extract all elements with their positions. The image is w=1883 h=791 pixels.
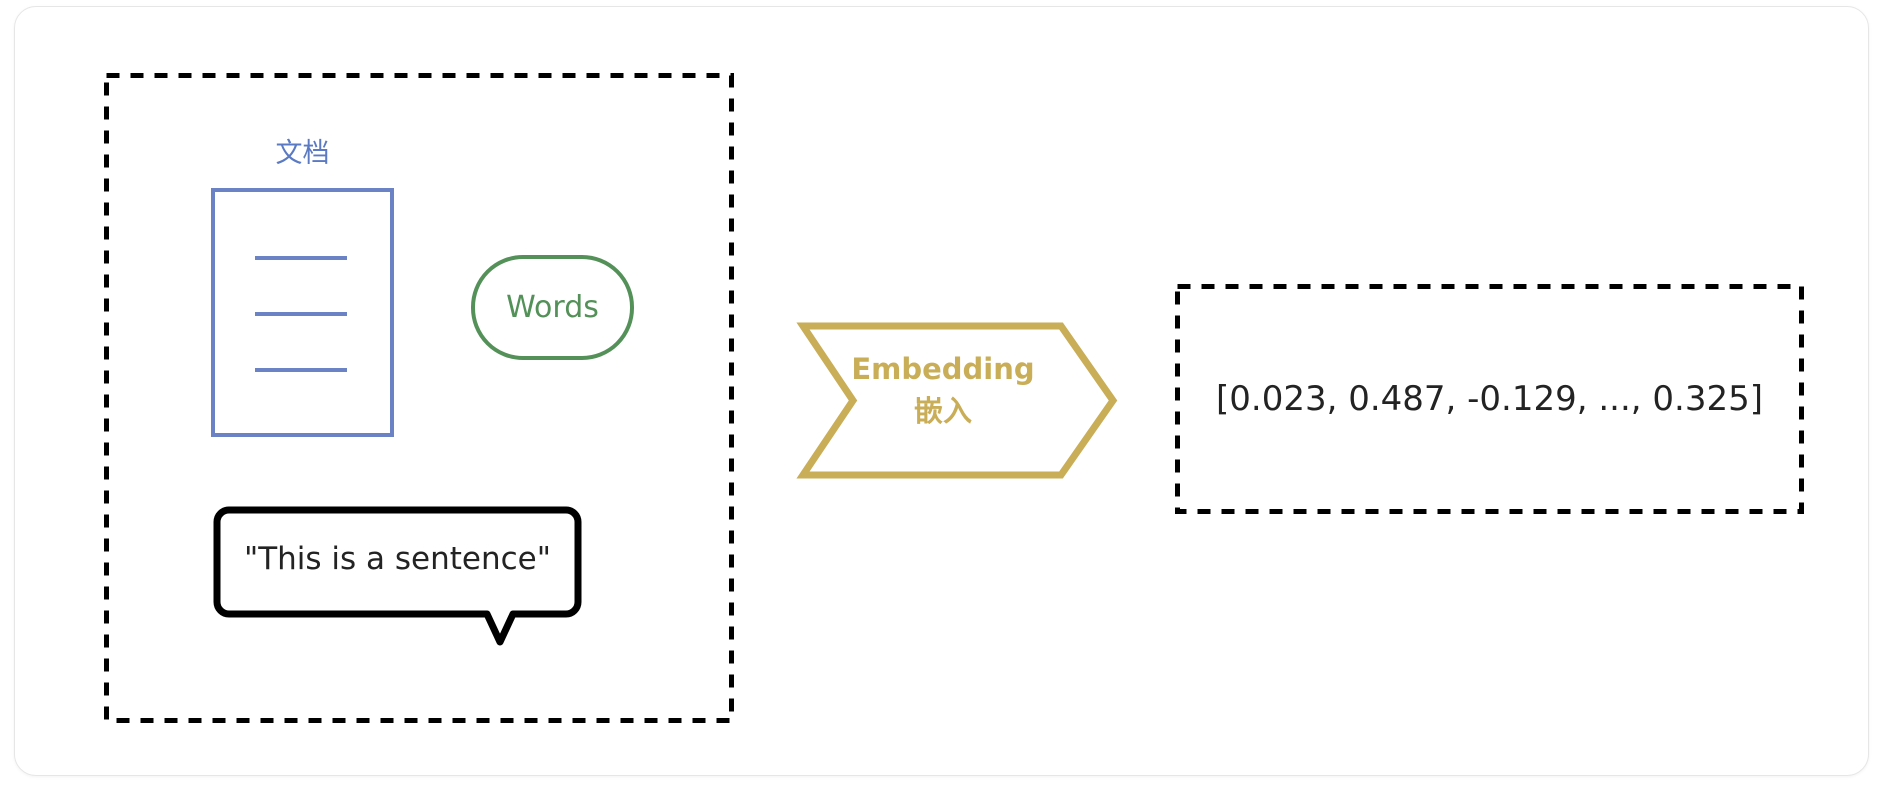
document-text-line-1: [255, 256, 347, 260]
document-text-line-2: [255, 312, 347, 316]
document-icon: [211, 188, 394, 437]
words-node: Words: [471, 255, 634, 360]
embedding-vector-value: [0.023, 0.487, -0.129, ..., 0.325]: [1215, 379, 1764, 419]
sentence-text: "This is a sentence": [243, 541, 552, 577]
chevron-arrow-icon: [796, 322, 1118, 479]
embedding-label-zh: 嵌入: [913, 394, 972, 428]
vector-group-border-icon: [1175, 284, 1804, 514]
vector-group-dashed-box: [1175, 284, 1804, 514]
words-label: Words: [506, 289, 599, 325]
document-label: 文档: [275, 138, 330, 169]
document-text-line-3: [255, 368, 347, 372]
embedding-arrow-text: Embedding 嵌入: [827, 348, 1059, 432]
diagram-canvas-frame: 文档 Words "This is a sentence" Embedding …: [14, 6, 1869, 776]
input-group-dashed-box: [104, 73, 734, 723]
embedding-label-en: Embedding: [851, 352, 1035, 386]
embedding-arrow: Embedding 嵌入: [796, 322, 1118, 479]
input-group-border-icon: [104, 73, 734, 723]
speech-bubble-icon: [213, 506, 582, 646]
sentence-speech-bubble: "This is a sentence": [213, 506, 582, 646]
